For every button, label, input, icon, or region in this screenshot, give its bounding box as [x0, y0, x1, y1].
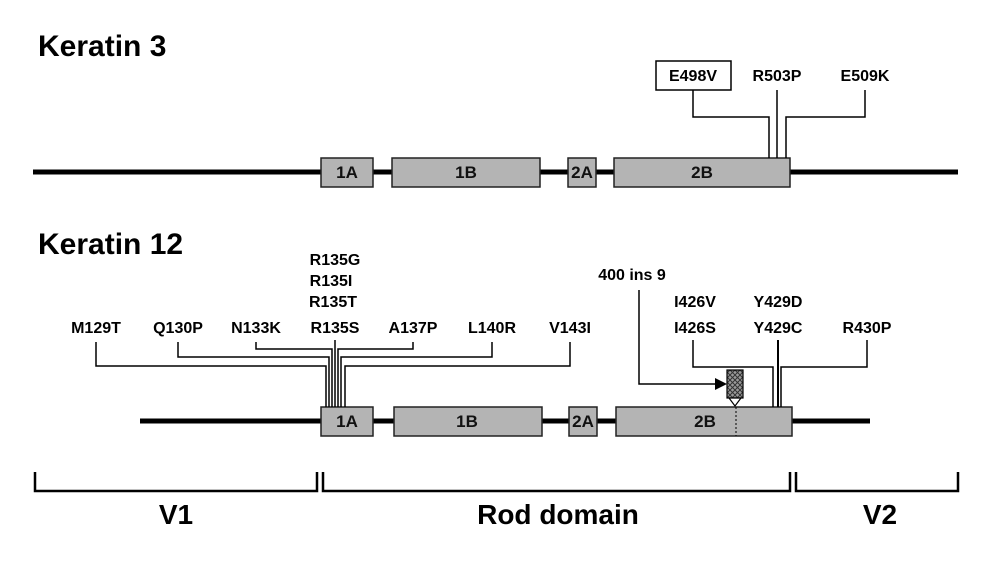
keratin12-domain-1B: 1B	[393, 406, 543, 437]
svg-text:Rod domain: Rod domain	[477, 499, 639, 530]
region-V1: V1	[33, 472, 319, 530]
mutation-A137P: A137P	[389, 320, 438, 337]
insertion-marker	[726, 369, 744, 399]
svg-text:400 ins 9: 400 ins 9	[598, 267, 666, 284]
region-V2: V2	[794, 472, 960, 530]
keratin3-domain-2B: 2B	[613, 157, 791, 188]
mutation-L140R: L140R	[468, 320, 516, 337]
svg-text:R430P: R430P	[843, 320, 892, 337]
svg-text:2A: 2A	[571, 163, 593, 182]
svg-text:1B: 1B	[455, 163, 477, 182]
svg-text:1A: 1A	[336, 412, 358, 431]
svg-text:1B: 1B	[456, 412, 478, 431]
mutation-M129T: M129T	[71, 320, 121, 337]
arrow-head-icon	[715, 378, 727, 390]
keratin3-mutation-E498V: E498V	[655, 60, 770, 158]
svg-text:E509K: E509K	[841, 68, 890, 85]
svg-text:R503P: R503P	[753, 68, 802, 85]
mutation-R135T: R135T	[309, 294, 357, 311]
mutation-N133K: N133K	[231, 320, 281, 337]
mutation-R135G: R135G	[310, 252, 361, 269]
keratin3-domain-1B: 1B	[391, 157, 541, 188]
keratin12-insertion-400ins9: 400 ins 9	[598, 267, 744, 407]
keratin3-domain-1A: 1A	[320, 157, 374, 188]
svg-text:Y429C: Y429C	[754, 320, 803, 337]
keratin12-domain-1A: 1A	[320, 406, 374, 437]
keratin12-title: Keratin 12	[38, 228, 183, 261]
svg-text:V1: V1	[159, 499, 193, 530]
svg-text:2B: 2B	[691, 163, 713, 182]
svg-text:V2: V2	[863, 499, 897, 530]
svg-text:1A: 1A	[336, 163, 358, 182]
keratin3-title: Keratin 3	[38, 30, 166, 63]
svg-text:I426V: I426V	[674, 294, 716, 311]
keratin12-domain-2B: 2B	[615, 406, 793, 437]
keratin12-domain-2A: 2A	[568, 406, 598, 437]
svg-text:E498V: E498V	[669, 68, 717, 85]
mutation-R135S: R135S	[311, 320, 360, 337]
mutation-R135I: R135I	[310, 273, 353, 290]
keratin12-1A-leader-lines	[95, 340, 571, 407]
svg-text:2A: 2A	[572, 412, 594, 431]
mutation-Q130P: Q130P	[153, 320, 203, 337]
svg-text:I426S: I426S	[674, 320, 716, 337]
mutation-V143I: V143I	[549, 320, 591, 337]
keratin12-mutation-Y429: Y429D Y429C	[754, 294, 803, 407]
region-rod-domain: Rod domain	[321, 472, 792, 530]
keratin3-domain-2A: 2A	[567, 157, 597, 188]
svg-text:Y429D: Y429D	[754, 294, 803, 311]
keratin12-mutation-I426: I426V I426S	[674, 294, 774, 407]
keratin3-mutation-E509K: E509K	[785, 68, 890, 158]
keratin12-mutation-R430P: R430P	[780, 320, 892, 407]
svg-text:2B: 2B	[694, 412, 716, 431]
keratin3-mutation-R503P: R503P	[753, 68, 802, 158]
